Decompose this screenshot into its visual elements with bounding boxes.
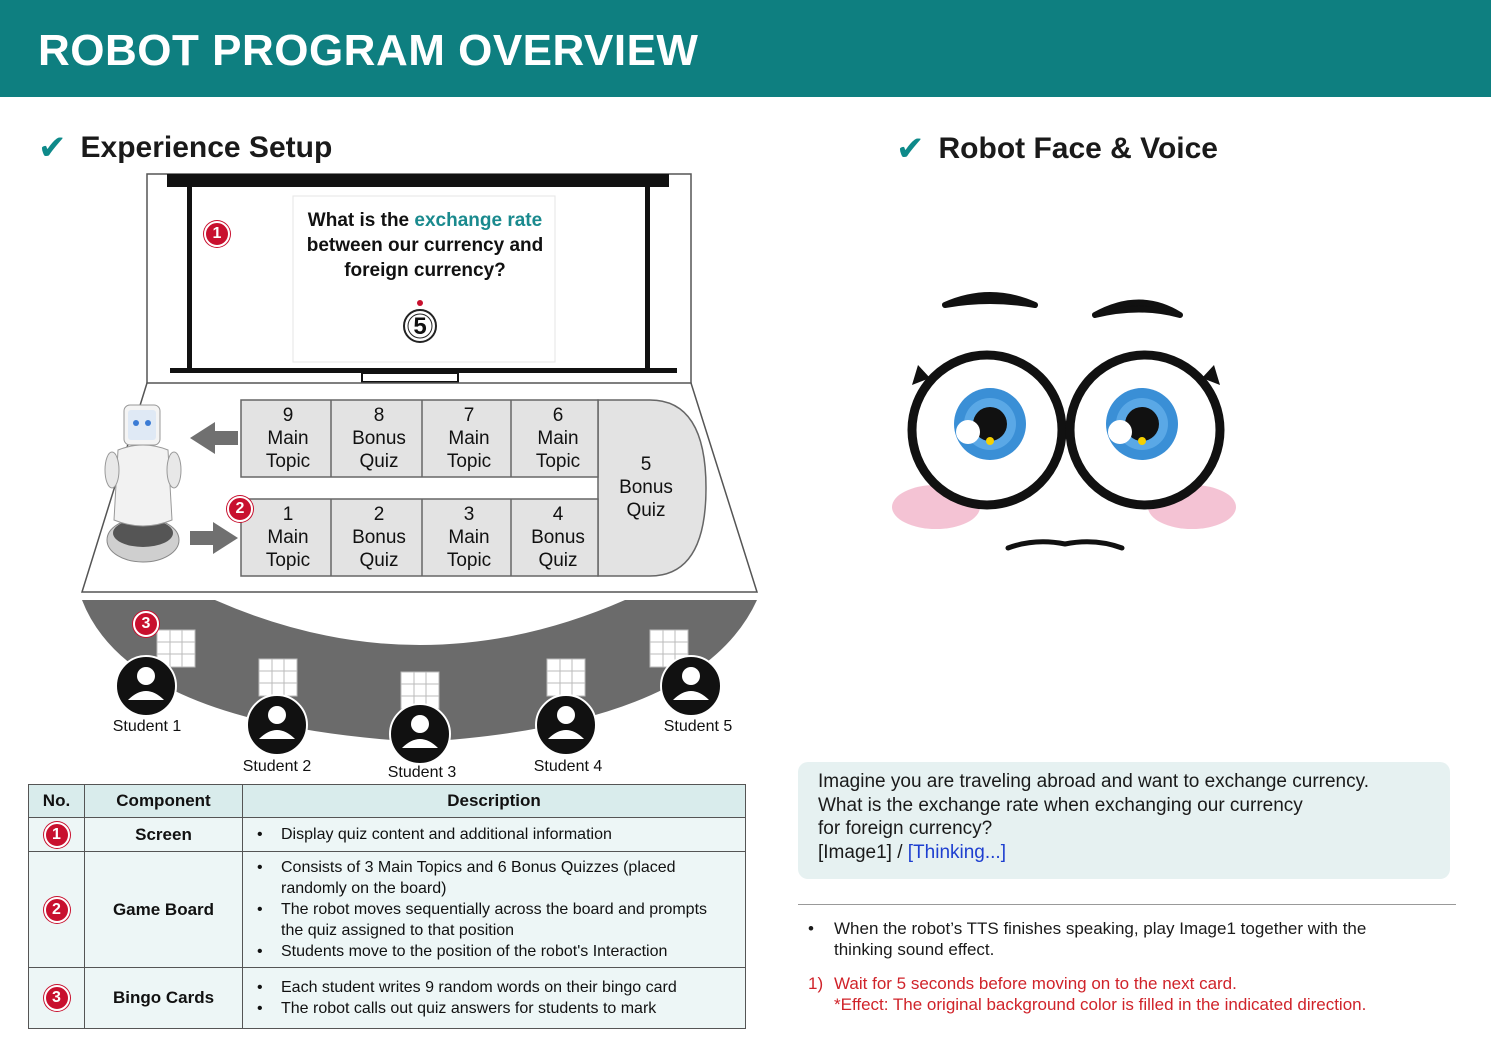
divider [798,904,1456,905]
student-label-1: Student 1 [112,718,182,735]
component-name: Bingo Cards [84,967,243,1029]
checkmark-icon: ✔ [38,129,67,167]
component-name: Game Board [84,851,243,968]
student-avatar-icon [660,655,722,717]
table-row: 2 Game Board Consists of 3 Main Topics a… [28,851,746,968]
row-number-badge: 1 [43,821,70,848]
bingo-card-icon [156,629,196,668]
description-item: Consists of 3 Main Topics and 6 Bonus Qu… [257,857,733,899]
note-red-line: *Effect: The original background color i… [834,995,1367,1014]
timer-icon [403,300,437,343]
robot-face-voice-label: Robot Face & Voice [938,132,1219,165]
bingo-card-icon [546,658,586,697]
description-item: The robot calls out quiz answers for stu… [257,998,733,1019]
question-text-rest: between our currency and foreign currenc… [306,235,544,281]
row-number-badge: 3 [43,985,70,1011]
note-bullet: When the robot’s TTS finishes speaking, … [808,918,1368,960]
experience-setup-title: ✔ Experience Setup [38,128,332,168]
speech-image-ref-line: [Image1] / [Thinking...] [818,841,1430,865]
robot-icon [104,404,182,563]
description-item: The robot moves sequentially across the … [257,899,733,941]
arrow-left-icon [190,422,238,454]
note-red: 1) Wait for 5 seconds before moving on t… [808,973,1448,1015]
page-title: ROBOT PROGRAM OVERVIEW [38,26,699,75]
speech-line: for foreign currency? [818,818,993,839]
student-label-2: Student 2 [242,758,312,775]
table-header-row: No. Component Description [28,784,746,818]
badge-screen: 1 [204,221,230,247]
note-red-line: Wait for 5 seconds before moving on to t… [834,974,1237,993]
header-no: No. [28,784,85,818]
game-board [240,399,707,577]
student-avatar-icon [535,694,597,756]
screen-top-bar [167,174,669,187]
component-name: Screen [84,817,243,852]
student-label-4: Student 4 [533,758,603,775]
question-text: What is the [307,210,415,231]
speech-line: Imagine you are traveling abroad and wan… [818,771,1369,792]
student-label-3: Student 3 [387,764,457,781]
checkmark-icon: ✔ [896,130,925,168]
header-component: Component [84,784,243,818]
table-row: 1 Screen Display quiz content and additi… [28,817,746,852]
timer-value: 5 [413,313,427,340]
screen-bottom-bar [170,368,677,373]
robot-face-illustration [892,292,1236,551]
speech-line: What is the exchange rate when exchangin… [818,794,1303,816]
student-label-5: Student 5 [663,718,733,735]
question-highlight: exchange rate [414,210,543,231]
arrow-right-icon [190,522,238,554]
table-row: 3 Bingo Cards Each student writes 9 rand… [28,967,746,1029]
thinking-tag: [Thinking...] [907,841,1006,863]
bingo-card-icon [400,671,440,710]
badge-bingo-cards: 3 [133,611,159,637]
description-item: Students move to the position of the rob… [257,941,733,962]
note-number: 1) [808,974,824,993]
robot-speech-box: Imagine you are traveling abroad and wan… [798,762,1450,879]
experience-setup-label: Experience Setup [80,131,333,164]
screen-question: What is the exchange rate between our cu… [295,208,555,283]
student-avatar-icon [389,703,451,765]
badge-game-board: 2 [227,496,253,522]
student-avatar-icon [115,655,177,717]
row-number-badge: 2 [43,896,70,923]
robot-face-voice-title: ✔ Robot Face & Voice [896,129,1218,169]
description-item: Display quiz content and additional info… [257,824,733,845]
bingo-card-icon [258,658,298,697]
notes-section: When the robot’s TTS finishes speaking, … [808,918,1448,1015]
image-reference: [Image1] / [818,841,908,863]
component-table: No. Component Description 1 Screen Displ… [28,784,746,1029]
page-header: ROBOT PROGRAM OVERVIEW [0,0,1491,97]
header-description: Description [242,784,746,818]
student-avatar-icon [246,694,308,756]
description-item: Each student writes 9 random words on th… [257,977,733,998]
